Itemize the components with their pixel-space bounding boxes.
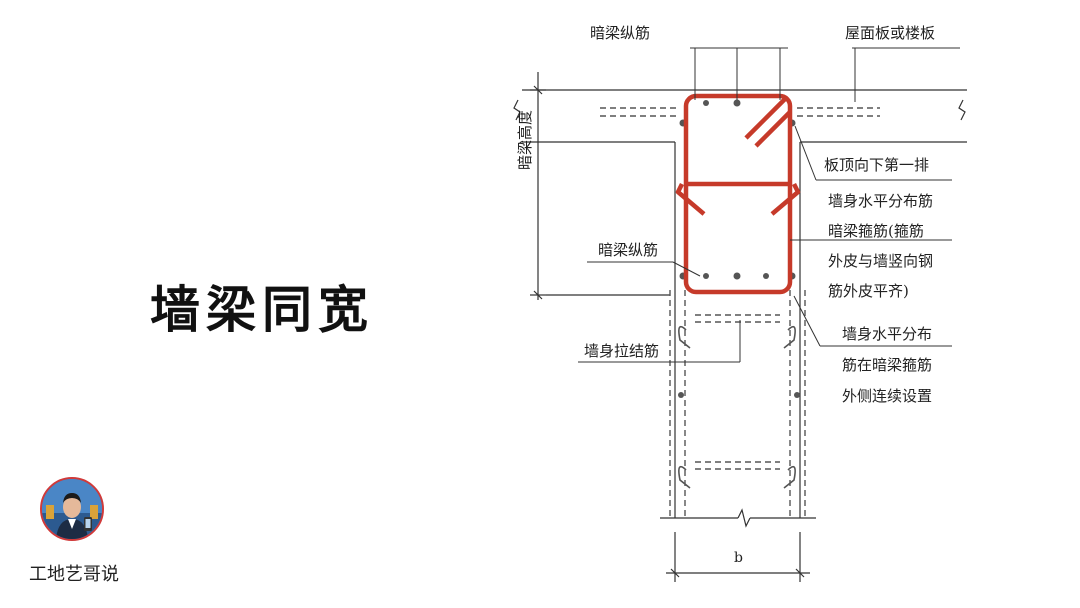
label-beam-height: 暗梁高度 (516, 110, 534, 170)
label-outside-line3: 外侧连续设置 (842, 387, 932, 405)
label-wall-horizontal-bar: 墙身水平分布筋 (828, 192, 933, 210)
wall-beam-section-diagram: 暗梁纵筋 屋面板或楼板 暗梁高度 板顶向下第一排 墙身水平分布筋 暗梁箍筋(箍筋… (513, 24, 967, 582)
label-slab: 屋面板或楼板 (845, 24, 935, 42)
wall-tie-hooks (678, 325, 796, 489)
label-bottom-longitudinal-bar: 暗梁纵筋 (598, 241, 658, 259)
presenter-avatar (40, 477, 104, 541)
page-title: 墙梁同宽 (150, 280, 374, 339)
leader-lines (578, 47, 960, 363)
label-stirrup-line2: 外皮与墙竖向钢 (828, 252, 933, 270)
label-stirrup-line1: 暗梁箍筋(箍筋 (828, 222, 924, 240)
label-wall-tie-bar: 墙身拉结筋 (584, 342, 659, 360)
channel-name: 工地艺哥说 (29, 564, 119, 585)
label-stirrup-line3: 筋外皮平齐) (828, 282, 909, 300)
rebar-dots (678, 99, 800, 398)
beam-stirrup (675, 93, 801, 295)
avatar-portrait-icon (42, 479, 102, 539)
label-width-b: b (734, 550, 743, 566)
label-top-longitudinal-bar: 暗梁纵筋 (590, 24, 650, 42)
label-outside-line1: 墙身水平分布 (842, 325, 932, 343)
label-slab-first-row: 板顶向下第一排 (824, 156, 929, 174)
slab-and-wall-rebar (600, 107, 880, 518)
diagram-outline (513, 72, 967, 582)
label-outside-line2: 筋在暗梁箍筋 (842, 356, 932, 374)
